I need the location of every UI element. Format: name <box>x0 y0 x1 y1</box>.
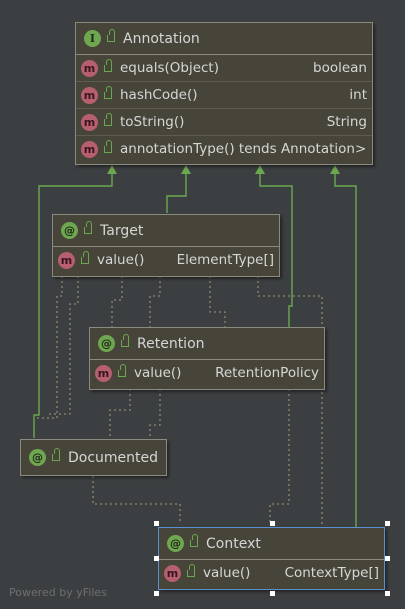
target-title: Target <box>100 222 144 239</box>
context-title: Context <box>206 535 261 552</box>
method-row[interactable]: m toString() String <box>76 108 372 135</box>
method-name: toString() <box>120 114 185 130</box>
edge-retention-to-documented-2 <box>149 389 161 438</box>
method-row[interactable]: m value() RetentionPolicy <box>90 359 324 386</box>
method-icon: m <box>81 86 98 104</box>
annotation-type-icon: @ <box>29 449 46 466</box>
method-name: annotationType() tends Annotation> <box>120 141 367 157</box>
retention-title: Retention <box>137 335 205 352</box>
resize-handle[interactable] <box>154 591 159 596</box>
lock-icon <box>52 448 60 461</box>
arrowhead-target <box>181 165 191 174</box>
context-node[interactable]: @ Context m value() ContextType[] <box>158 527 385 590</box>
edge-documented-to-context <box>92 476 181 524</box>
retention-node[interactable]: @ Retention m value() RetentionPolicy <box>89 327 325 390</box>
method-type: String <box>326 114 367 130</box>
method-icon: m <box>95 364 112 382</box>
interface-icon: I <box>84 30 101 47</box>
annotation-header: I Annotation <box>76 23 372 54</box>
retention-header: @ Retention <box>90 328 324 359</box>
arrowhead-context <box>330 165 340 174</box>
method-name: value() <box>134 365 182 381</box>
lock-icon <box>84 221 92 234</box>
resize-handle[interactable] <box>154 521 159 526</box>
lock-icon <box>121 334 129 347</box>
annotation-node[interactable]: I Annotation m equals(Object) boolean m … <box>75 22 373 165</box>
method-row[interactable]: m hashCode() int <box>76 81 372 108</box>
lock-icon <box>104 139 112 153</box>
method-type: ElementType[] <box>176 252 274 268</box>
documented-title: Documented <box>68 449 159 466</box>
edge-retention-implements-annotation <box>259 172 293 327</box>
edge-retention-to-context <box>269 389 290 524</box>
method-row[interactable]: m annotationType() tends Annotation> <box>76 135 372 162</box>
arrowhead-retention <box>255 165 265 174</box>
context-header: @ Context <box>159 528 384 559</box>
powered-by-label: Powered by yFiles <box>9 586 107 599</box>
arrowhead-documented <box>107 165 117 174</box>
resize-handle[interactable] <box>385 521 390 526</box>
method-row[interactable]: m value() ElementType[] <box>53 246 279 273</box>
annotation-type-icon: @ <box>61 222 78 239</box>
edge-documented-implements-annotation <box>33 172 113 438</box>
edge-target-to-retention <box>111 276 123 328</box>
method-type: int <box>349 87 367 103</box>
lock-icon <box>104 58 112 72</box>
annotation-type-icon: @ <box>98 335 115 352</box>
method-type: RetentionPolicy <box>215 365 319 381</box>
edge-target-to-context <box>209 276 226 328</box>
method-row[interactable]: m value() ContextType[] <box>159 559 384 586</box>
target-node[interactable]: @ Target m value() ElementType[] <box>52 214 280 277</box>
lock-icon <box>118 363 126 377</box>
edge-target-to-documented-2 <box>46 276 79 415</box>
annotation-title: Annotation <box>123 30 200 47</box>
method-type: ContextType[] <box>284 565 379 581</box>
edge-target-to-retention-2 <box>149 276 161 328</box>
lock-icon <box>104 85 112 99</box>
edge-context-implements-annotation <box>334 172 357 527</box>
method-name: equals(Object) <box>120 60 219 76</box>
edge-target-to-documented <box>34 276 63 419</box>
method-icon: m <box>81 113 98 131</box>
method-icon: m <box>58 251 75 269</box>
lock-icon <box>81 250 89 264</box>
documented-node[interactable]: @ Documented <box>20 439 167 476</box>
lock-icon <box>104 112 112 126</box>
method-name: value() <box>97 252 145 268</box>
method-row[interactable]: m equals(Object) boolean <box>76 54 372 81</box>
target-header: @ Target <box>53 215 279 246</box>
method-icon: m <box>164 564 181 582</box>
annotation-type-icon: @ <box>167 535 184 552</box>
method-icon: m <box>81 140 98 158</box>
resize-handle[interactable] <box>270 591 275 596</box>
lock-icon <box>190 534 198 547</box>
resize-handle[interactable] <box>385 591 390 596</box>
edge-target-to-context-2 <box>257 276 323 524</box>
method-type: boolean <box>313 60 367 76</box>
resize-handle[interactable] <box>154 556 159 561</box>
lock-icon <box>187 563 195 577</box>
method-name: hashCode() <box>120 87 198 103</box>
resize-handle[interactable] <box>270 521 275 526</box>
edge-retention-to-documented <box>109 389 131 438</box>
method-name: value() <box>203 565 251 581</box>
lock-icon <box>107 29 115 42</box>
edge-target-implements-annotation <box>166 172 187 213</box>
method-icon: m <box>81 59 98 77</box>
resize-handle[interactable] <box>385 556 390 561</box>
documented-header: @ Documented <box>21 440 166 475</box>
